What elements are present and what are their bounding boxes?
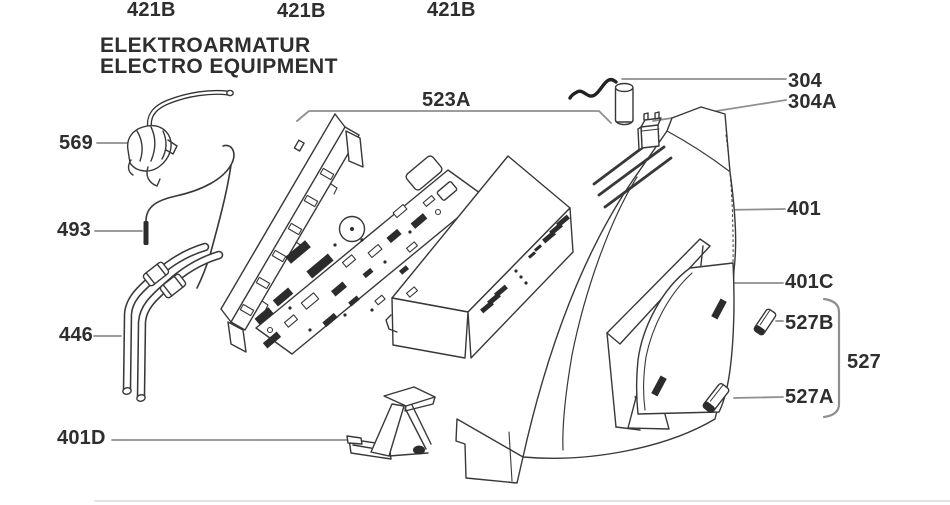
diagram-title-line2: ELECTRO EQUIPMENT bbox=[100, 55, 338, 78]
insert-panel-401c bbox=[635, 262, 735, 415]
group-bracket-527 bbox=[822, 297, 841, 419]
group-bracket-523a bbox=[296, 110, 612, 124]
button-527a bbox=[702, 382, 730, 414]
part-label-401d: 401D bbox=[57, 427, 106, 449]
holder-304a bbox=[637, 111, 662, 151]
part-label-569: 569 bbox=[59, 132, 93, 154]
circuit-board-523a bbox=[254, 155, 485, 355]
leader-527a bbox=[733, 396, 784, 399]
diagram-title: ELEKTROARMATUR ELECTRO EQUIPMENT bbox=[100, 35, 338, 77]
diagram-title-line1: ELEKTROARMATUR bbox=[100, 34, 311, 57]
part-label-304a: 304A bbox=[788, 91, 837, 113]
part-label-493: 493 bbox=[57, 219, 91, 241]
part-label-527a: 527A bbox=[785, 386, 834, 408]
hoses-446 bbox=[122, 242, 224, 402]
part-label-421b-3: 421B bbox=[427, 0, 476, 21]
part-label-527b: 527B bbox=[785, 312, 834, 334]
bracket-401d bbox=[346, 386, 436, 460]
part-label-401: 401 bbox=[787, 198, 821, 220]
part-label-446: 446 bbox=[59, 324, 93, 346]
housing-box bbox=[385, 155, 574, 359]
sensor-304 bbox=[568, 77, 634, 126]
button-527b bbox=[753, 308, 777, 336]
part-label-421b-2: 421B bbox=[277, 0, 326, 22]
mounting-rail-523a bbox=[220, 113, 364, 353]
part-label-421b-1: 421B bbox=[127, 0, 176, 21]
part-label-304: 304 bbox=[788, 70, 822, 92]
part-label-523a: 523A bbox=[422, 89, 471, 111]
power-plug-569 bbox=[126, 89, 234, 187]
part-label-401c: 401C bbox=[785, 271, 834, 293]
part-label-527: 527 bbox=[847, 351, 881, 373]
